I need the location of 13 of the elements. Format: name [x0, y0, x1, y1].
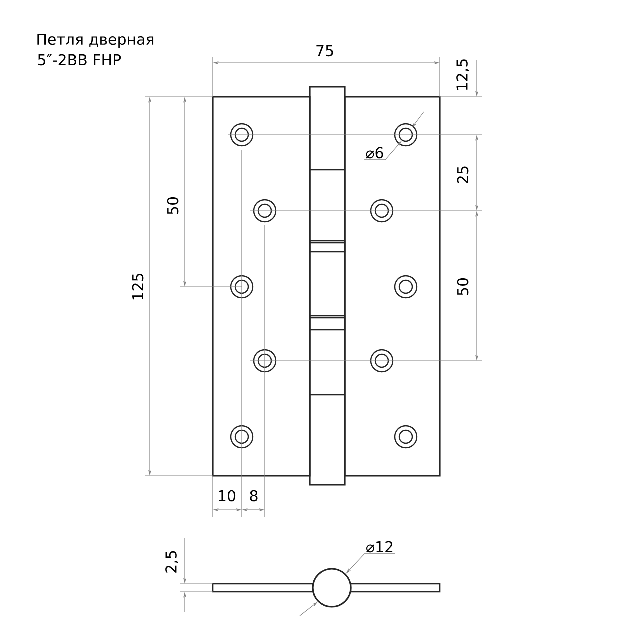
dimension-label: 2,5: [166, 551, 178, 573]
title: Петля дверная: [38, 34, 154, 48]
dimension-label: 50: [167, 197, 179, 214]
dimension-label: 50: [457, 278, 469, 296]
dimension-label: 8: [250, 490, 258, 502]
model-label: 5″-2BB FHP: [38, 54, 122, 66]
dimension-label: 125: [132, 274, 144, 300]
dimension-label: ⌀12: [366, 541, 393, 553]
dimension-label: 10: [219, 490, 236, 502]
dimension-label: 75: [316, 45, 334, 57]
dimension-label: 12,5: [456, 60, 470, 90]
dimension-label: 25: [457, 166, 469, 184]
dimension-label: ⌀6: [366, 147, 384, 159]
